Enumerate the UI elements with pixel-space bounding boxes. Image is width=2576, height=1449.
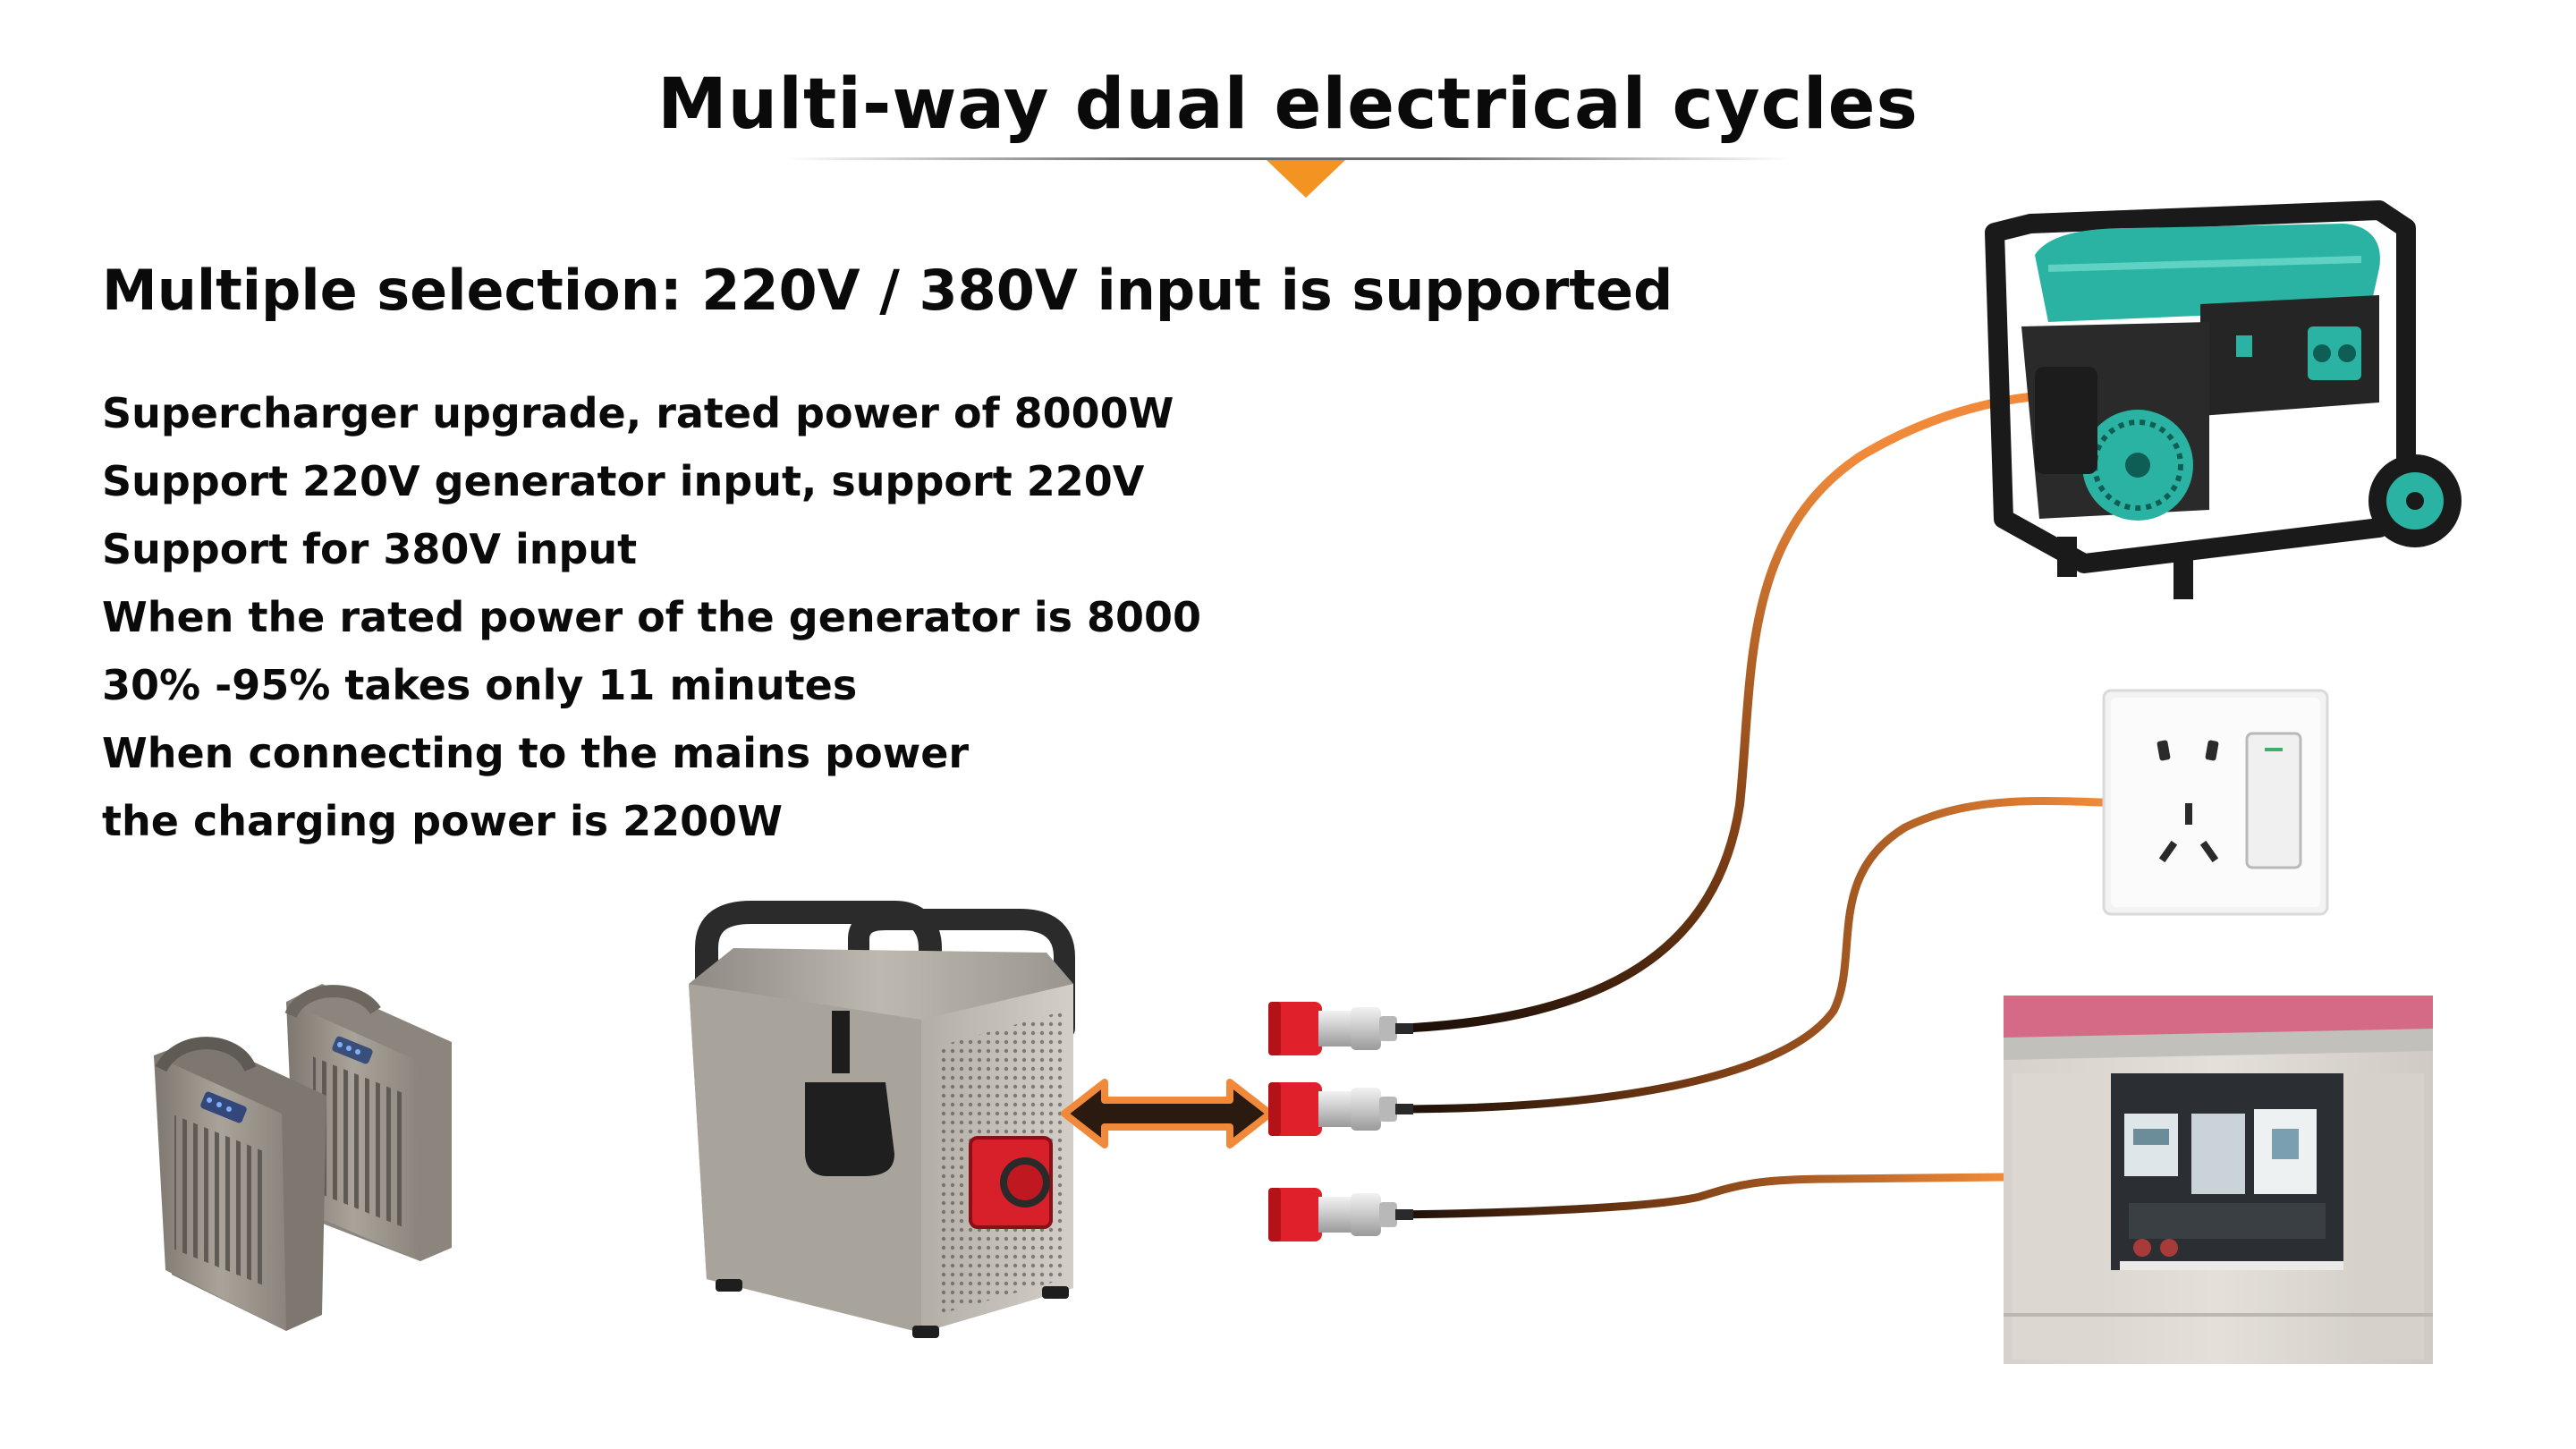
feature-item: Support for 380V input	[102, 525, 638, 573]
feature-item: When the rated power of the generator is…	[102, 593, 1202, 641]
feature-item: the charging power is 2200W	[102, 797, 783, 845]
feature-item: Support 220V generator input, support 22…	[102, 457, 1145, 505]
feature-list: Supercharger upgrade, rated power of 800…	[102, 379, 1201, 855]
feature-item: When connecting to the mains power	[102, 729, 970, 777]
page-title: Multi-way dual electrical cycles	[657, 64, 1919, 145]
battery-pack-icon	[154, 984, 452, 1331]
bidirectional-arrow-icon	[1061, 1079, 1274, 1148]
charger-unit-icon	[689, 901, 1075, 1338]
title-pointer-icon	[1267, 160, 1345, 198]
generator-icon	[1985, 200, 2462, 599]
feature-item: Supercharger upgrade, rated power of 800…	[102, 389, 1174, 437]
title-underline	[787, 157, 1789, 160]
cable-wall-outlet	[1391, 797, 2106, 1114]
subtitle: Multiple selection: 220V / 380V input is…	[102, 258, 1674, 323]
feature-item: 30% -95% takes only 11 minutes	[102, 661, 858, 709]
cable-generator	[1391, 389, 2089, 1033]
mains-cabinet-icon	[2004, 996, 2433, 1364]
cable-mains-cabinet	[1391, 1173, 2008, 1219]
plug-icon	[1268, 1002, 1413, 1055]
plug-icon	[1268, 1188, 1413, 1241]
wall-outlet-icon	[2102, 689, 2329, 916]
plug-icon	[1268, 1082, 1413, 1136]
